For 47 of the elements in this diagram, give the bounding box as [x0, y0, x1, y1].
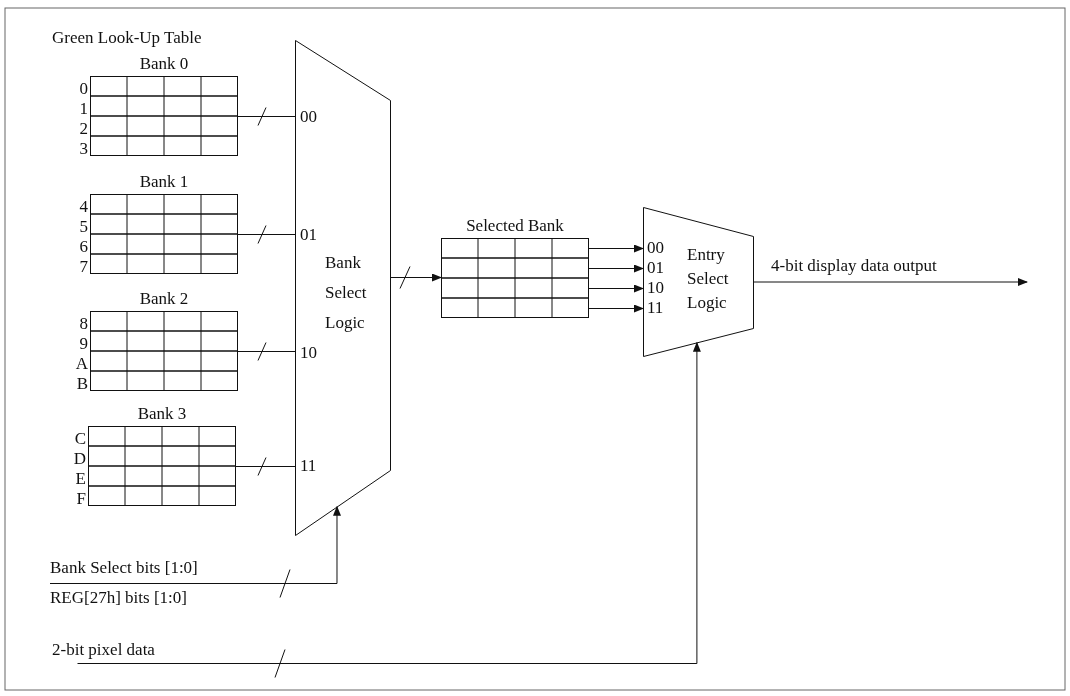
arrow — [752, 278, 1028, 286]
table-title: Bank 2 — [138, 289, 190, 309]
block-label: Entry Select Logic — [687, 244, 730, 314]
table-title: Selected Bank — [465, 216, 565, 236]
arrow — [49, 505, 341, 584]
port-label: 00 — [647, 238, 664, 258]
port-label: 00 — [300, 107, 317, 127]
port-label: 01 — [300, 225, 317, 245]
row-label: A — [74, 355, 88, 372]
table-title: Bank 3 — [136, 404, 188, 424]
port-label: 10 — [647, 278, 664, 298]
bus-line — [237, 351, 296, 352]
arrow — [588, 264, 644, 273]
row-label: 8 — [78, 315, 88, 332]
row-label: C — [73, 430, 86, 447]
arrow — [77, 341, 701, 664]
row-label: B — [75, 375, 88, 392]
table-title: Bank 1 — [138, 172, 190, 192]
row-label: 0 — [78, 80, 88, 97]
row-label: 7 — [78, 258, 88, 275]
signal-label: Bank Select bits [1:0] — [50, 558, 198, 578]
bus-line — [237, 116, 296, 117]
arrow — [389, 273, 442, 282]
row-label: 6 — [78, 238, 88, 255]
row-label: 3 — [78, 140, 88, 157]
row-label: D — [72, 450, 86, 467]
signal-label: REG[27h] bits [1:0] — [50, 588, 187, 608]
bus-line — [237, 234, 296, 235]
signal-label: 2-bit pixel data — [52, 640, 155, 660]
port-label: 11 — [647, 298, 664, 318]
arrow — [588, 304, 644, 313]
arrow — [588, 284, 644, 293]
row-label: 4 — [78, 198, 88, 215]
row-label: F — [75, 490, 86, 507]
row-label: 1 — [78, 100, 88, 117]
port-label: 10 — [300, 343, 317, 363]
port-label: 01 — [647, 258, 664, 278]
row-label: 2 — [78, 120, 88, 137]
arrow — [588, 244, 644, 253]
bus-line — [235, 466, 296, 467]
table-title: Bank 0 — [138, 54, 190, 74]
row-label: E — [74, 470, 86, 487]
table-heading: Green Look-Up Table — [52, 28, 202, 48]
port-label: 11 — [300, 456, 317, 476]
row-label: 5 — [78, 218, 88, 235]
row-label: 9 — [78, 335, 88, 352]
block-label: Bank Select Logic — [325, 252, 368, 334]
